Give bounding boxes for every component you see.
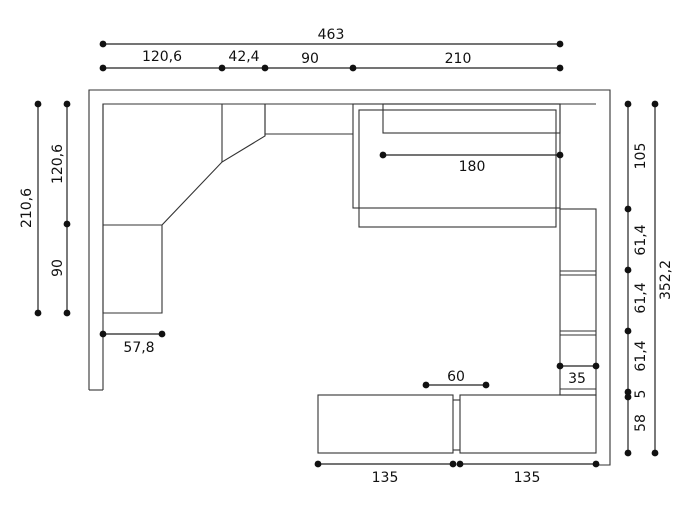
dim-sofa-depth: 180 — [459, 159, 486, 175]
dimline-left-depth-endpoint — [158, 330, 166, 338]
dim-right-seg-4: 61,4 — [633, 340, 649, 371]
dim-top-seg-3: 90 — [301, 51, 319, 67]
dimline-top-segments-endpoint — [99, 64, 107, 72]
bed — [352, 103, 561, 228]
dimline-gap-endpoint — [482, 381, 490, 389]
dim-bottom-right: 135 — [514, 470, 541, 486]
dimension-labels: 463 120,6 42,4 90 210 210,6 120,6 90 57,… — [19, 27, 674, 486]
dimline-shelf-depth-endpoint — [592, 362, 600, 370]
dim-right-seg-6: 58 — [633, 414, 649, 432]
dim-left-depth: 57,8 — [123, 340, 154, 356]
dim-top-total: 463 — [318, 27, 345, 43]
dimline-top-segments-endpoint — [218, 64, 226, 72]
dimline-top-total-endpoint — [99, 40, 107, 48]
dim-gap: 60 — [447, 369, 465, 385]
dimline-left-segments-endpoint — [63, 100, 71, 108]
dimension-lines — [34, 40, 659, 468]
dim-right-seg-3: 61,4 — [633, 282, 649, 313]
dim-left-upper: 120,6 — [50, 144, 66, 184]
dimline-right-segments-endpoint — [624, 393, 632, 401]
dimline-bottom-left-endpoint — [449, 460, 457, 468]
dimline-top-total-endpoint — [556, 40, 564, 48]
dim-left-lower: 90 — [50, 259, 66, 277]
dimline-top-segments-endpoint — [556, 64, 564, 72]
dimline-right-segments-endpoint — [624, 205, 632, 213]
dimline-right-segments-endpoint — [624, 100, 632, 108]
dimline-top-segments-endpoint — [261, 64, 269, 72]
dimline-left-depth-endpoint — [99, 330, 107, 338]
dim-top-seg-1: 120,6 — [142, 49, 182, 65]
dim-right-seg-1: 105 — [633, 143, 649, 170]
dimline-bottom-left-endpoint — [314, 460, 322, 468]
dimline-right-segments-endpoint — [624, 388, 632, 396]
dimline-right-total-endpoint — [651, 100, 659, 108]
dimline-left-total-endpoint — [34, 100, 42, 108]
dimline-right-total-endpoint — [651, 449, 659, 457]
dimline-right-segments-endpoint — [624, 266, 632, 274]
dimline-bottom-right-endpoint — [456, 460, 464, 468]
dim-shelf-depth: 35 — [568, 371, 586, 387]
dimline-shelf-depth-endpoint — [556, 362, 564, 370]
dimline-left-segments-endpoint — [63, 220, 71, 228]
room-walls — [88, 89, 611, 466]
dimline-right-segments-endpoint — [624, 449, 632, 457]
shelving-unit — [559, 208, 597, 396]
dimline-left-segments-endpoint — [63, 309, 71, 317]
dim-top-seg-4: 210 — [445, 51, 472, 67]
dimline-sofa-depth-endpoint — [379, 151, 387, 159]
bottom-cabinets — [317, 394, 597, 454]
corner-sofa — [102, 103, 353, 314]
dimline-top-segments-endpoint — [349, 64, 357, 72]
dim-right-total: 352,2 — [658, 260, 674, 300]
dim-top-seg-2: 42,4 — [228, 49, 259, 65]
dimline-left-total-endpoint — [34, 309, 42, 317]
dim-bottom-left: 135 — [372, 470, 399, 486]
dimline-sofa-depth-endpoint — [556, 151, 564, 159]
dimline-right-segments-endpoint — [624, 327, 632, 335]
dim-right-seg-5: 5 — [633, 390, 649, 399]
dimline-gap-endpoint — [422, 381, 430, 389]
dim-right-seg-2: 61,4 — [633, 224, 649, 255]
dimline-bottom-right-endpoint — [592, 460, 600, 468]
dim-left-total: 210,6 — [19, 188, 35, 228]
